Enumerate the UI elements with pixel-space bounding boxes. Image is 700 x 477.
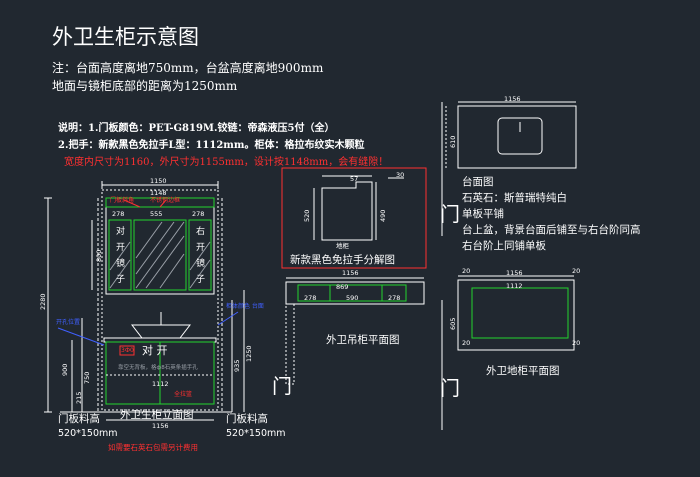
hanging-dim-278-a: 278 xyxy=(304,294,317,302)
mirror-label-right-top: 右 xyxy=(196,227,206,237)
floor-plan-caption: 外卫地柜平面图 xyxy=(486,365,560,377)
note-hole-position: 开孔位置 xyxy=(56,319,81,326)
mirror-panel-center xyxy=(133,219,187,291)
note-line-1: 注：台面高度离地750mm，台盆高度离地900mm xyxy=(52,61,324,75)
dim-bottom-1156: 1156 xyxy=(152,422,169,430)
note-door-bevel: 门板斜角 xyxy=(110,197,135,204)
door-material-left-2: 520*150mm xyxy=(58,428,118,439)
hanging-dim-278-b: 278 xyxy=(388,294,401,302)
hanging-cabinet-plan xyxy=(285,281,425,305)
countertop-note-2: 石英石：斯普瑞特纯白 xyxy=(462,192,567,204)
hanging-dim-1156: 1156 xyxy=(342,269,359,277)
door-material-right-2: 520*150mm xyxy=(226,428,286,439)
handle-dim-490: 490 xyxy=(379,209,387,222)
dim-top-width: 1150 xyxy=(150,177,167,185)
bottom-warning: 如需要石英石包需另计费用 xyxy=(108,443,198,452)
dim-h-935: 935 xyxy=(233,359,241,372)
note-cabinet-color: 柜体颜色 台面 xyxy=(226,303,264,310)
elevation-outline xyxy=(101,189,219,411)
dim-bottom-1112: 1112 xyxy=(152,380,169,388)
floor-cabinet-plan xyxy=(457,279,575,351)
hanging-dim-590: 590 xyxy=(346,294,359,302)
floor-dim-20-d: 20 xyxy=(572,339,581,347)
handle-detail-caption: 新款黑色免拉手分解图 xyxy=(290,254,395,266)
floor-dim-1156: 1156 xyxy=(506,269,523,277)
countertop-dim-610: 610 xyxy=(449,135,457,148)
handle-base-label: 地柜 xyxy=(336,242,349,250)
vanity-door-label: 对 开 xyxy=(142,344,168,357)
door-material-right-1: 门板料高 xyxy=(226,413,268,425)
countertop-dim-1156: 1156 xyxy=(504,95,521,103)
handle-dim-30: 30 xyxy=(396,171,405,179)
countertop-note-4: 台上盆，背景台面后铺至与右台阶同高 xyxy=(462,224,641,236)
floor-dim-20-a: 20 xyxy=(462,267,471,275)
mirror-label-left-bottom: 子 xyxy=(116,275,126,285)
hanging-dim-869: 869 xyxy=(336,283,349,291)
handle-dim-520: 520 xyxy=(303,209,311,222)
countertop xyxy=(103,337,217,343)
door-glyph-top: 门 xyxy=(440,202,460,226)
vanity-red-tag: 3Ф0 xyxy=(121,347,134,354)
floor-dim-20-c: 20 xyxy=(462,339,471,347)
mirror-label-right-bottom: 子 xyxy=(196,275,206,285)
door-glyph-mid: 门 xyxy=(272,374,292,398)
dim-h-800: 800 xyxy=(95,249,103,262)
countertop-note-3: 单板平铺 xyxy=(462,208,504,220)
spec-line-1: 说明：1.门板颜色：PET-G819M.铰链：帝森液压5付（全） xyxy=(58,123,335,134)
spec-line-2: 2.把手：新款黑色免拉手L型：1112mm。柜体：格拉布纹实木颗粒 xyxy=(58,140,365,151)
mirror-label-left-top: 对 xyxy=(116,227,126,237)
countertop-note-5: 右台阶上同铺单板 xyxy=(462,240,546,252)
dim-mid-555: 555 xyxy=(150,210,163,218)
note-no-back-panel: 靠空无背板，格ф8石英条插手孔 xyxy=(118,365,198,371)
page-title: 外卫生柜示意图 xyxy=(52,25,199,49)
floor-dim-20-b: 20 xyxy=(572,267,581,275)
sink-bowl xyxy=(130,324,192,339)
handle-profile xyxy=(321,181,373,241)
mirror-label-left-mid: 开 xyxy=(116,243,126,253)
spec-warning: 宽度内尺寸为1160，外尺寸为1155mm，设计按1148mm，会有缝隙！ xyxy=(64,157,389,168)
floor-dim-1112: 1112 xyxy=(506,282,523,290)
floor-dim-605: 605 xyxy=(449,317,457,330)
mirror-label-left-low: 镜 xyxy=(116,259,126,269)
dim-height-2280: 2280 xyxy=(39,293,47,310)
dim-right-278: 278 xyxy=(192,210,205,218)
dim-h-215: 215 xyxy=(75,391,83,404)
note-steel-frame: 不锈钢边框 xyxy=(150,197,181,204)
door-glyph-right: 门 xyxy=(440,376,460,400)
dim-h-750: 750 xyxy=(83,371,91,384)
dim-top-width-2: 1148 xyxy=(150,189,167,197)
basin-outline xyxy=(497,117,543,155)
mirror-panel-right xyxy=(188,219,212,291)
hanging-plan-caption: 外卫吊柜平面图 xyxy=(326,334,400,346)
mirror-panel-left xyxy=(108,219,132,291)
mirror-label-right-mid: 开 xyxy=(196,243,206,253)
door-material-left-1: 门板料高 xyxy=(58,413,100,425)
dim-h-1250: 1250 xyxy=(245,345,253,362)
elevation-caption: 外卫生柜立面图 xyxy=(120,409,194,421)
handle-detail-frame xyxy=(281,167,427,269)
countertop-note-1: 台面图 xyxy=(462,176,494,188)
countertop-plan xyxy=(457,105,577,169)
handle-dim-57: 57 xyxy=(350,175,359,183)
mirror-label-right-low: 镜 xyxy=(196,259,206,269)
dim-left-278: 278 xyxy=(112,210,125,218)
dim-h-900: 900 xyxy=(61,363,69,376)
note-line-2: 地面与镜柜底部的距离为1250mm xyxy=(52,79,238,93)
note-pull-basket: 全拉篮 xyxy=(174,391,193,398)
